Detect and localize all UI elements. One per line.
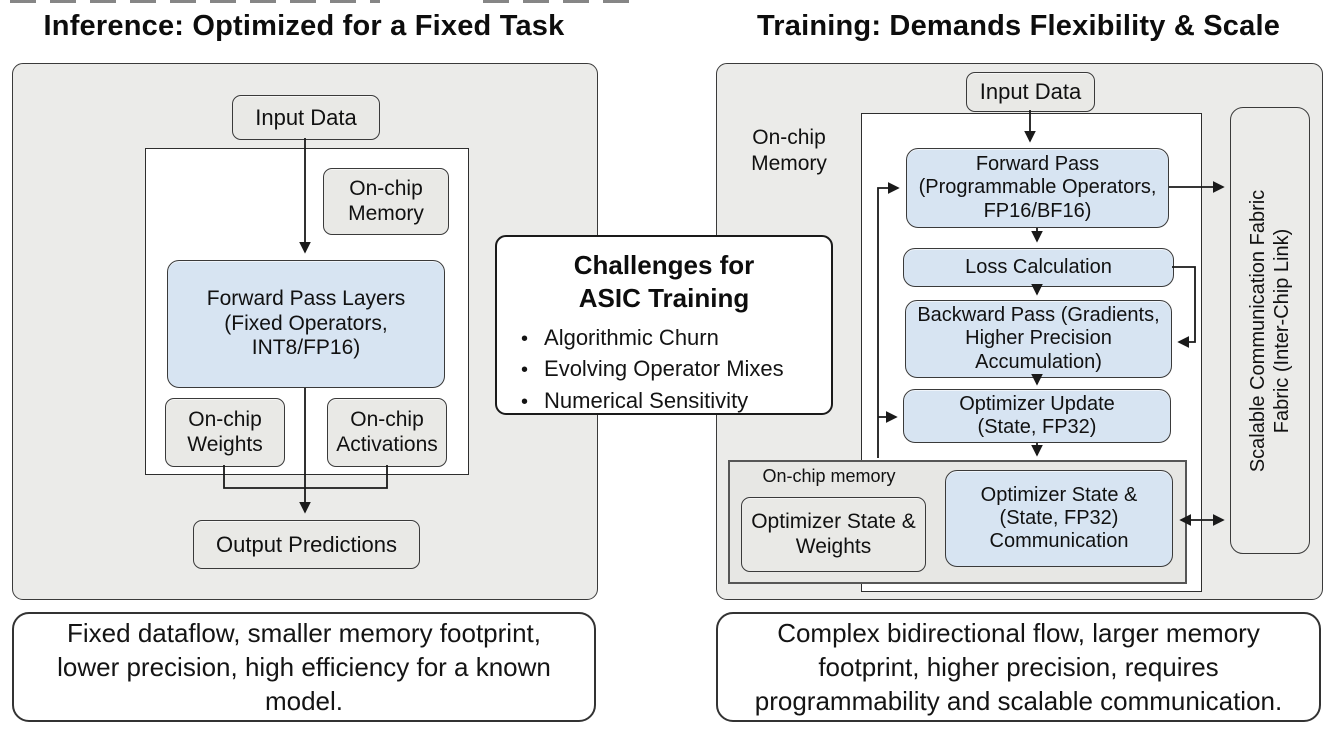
challenge-item: Numerical Sensitivity [511,385,831,416]
forward-pass-label: Forward Pass (Programmable Operators, FP… [918,153,1157,222]
onchip-memory-box-left: On-chip Memory [323,168,449,235]
input-data-label: Input Data [979,79,1082,105]
onchip-activations-label: On-chip Activations [336,408,438,456]
fabric-label-line2: Fabric (Inter-Chip Link) [1271,228,1293,433]
challenge-item: Evolving Operator Mixes [511,353,831,384]
cropped-text-artifact [483,0,635,3]
challenge-item: Algorithmic Churn [511,322,831,353]
training-onchip-memory-label: On-chip Memory [751,126,827,176]
optimizer-update-box: Optimizer Update (State, FP32) [903,389,1171,443]
onchip-weights-label: On-chip Weights [187,408,263,456]
challenges-list: Algorithmic Churn Evolving Operator Mixe… [511,322,831,416]
forward-pass-box: Forward Pass (Programmable Operators, FP… [906,148,1169,228]
cropped-text-artifact [10,0,380,3]
communication-fabric-label: Scalable Communication Fabric Fabric (In… [1231,108,1309,553]
forward-pass-layers-box: Forward Pass Layers (Fixed Operators, IN… [167,260,445,388]
onchip-activations-box: On-chip Activations [327,398,447,467]
input-data-box-left: Input Data [232,95,380,140]
input-data-label: Input Data [255,104,357,130]
output-predictions-label: Output Predictions [216,531,397,557]
loss-calculation-label: Loss Calculation [965,255,1112,278]
challenges-title-line1: Challenges for [573,250,755,280]
onchip-memory-subcontainer-label: On-chip memory [762,466,896,486]
challenge-item-label: Evolving Operator Mixes [544,356,784,382]
training-caption: Complex bidirectional flow, larger memor… [716,612,1321,722]
inference-title: Inference: Optimized for a Fixed Task [43,10,565,42]
challenges-box: Challenges for ASIC Training Algorithmic… [495,235,833,415]
output-predictions-box: Output Predictions [193,520,420,569]
onchip-memory-label: On-chip Memory [348,177,424,225]
inference-caption: Fixed dataflow, smaller memory footprint… [12,612,596,722]
challenge-item-label: Numerical Sensitivity [544,387,749,413]
optimizer-state-weights-box: Optimizer State & Weights [741,497,926,572]
backward-pass-label: Backward Pass (Gradients, Higher Precisi… [917,304,1160,373]
fabric-label-line1: Scalable Communication Fabric [1246,189,1269,472]
optimizer-state-comm-label: Optimizer State & (State, FP32) Communic… [980,483,1138,553]
training-title: Training: Demands Flexibility & Scale [756,10,1281,42]
forward-pass-layers-label: Forward Pass Layers (Fixed Operators, IN… [206,287,406,360]
communication-fabric-bar: Scalable Communication Fabric Fabric (In… [1230,107,1310,554]
challenges-title-line2: ASIC Training [578,282,750,313]
optimizer-update-label: Optimizer Update (State, FP32) [959,392,1115,438]
optimizer-state-weights-label: Optimizer State & Weights [751,510,916,558]
challenge-item-label: Algorithmic Churn [544,325,719,350]
onchip-weights-box: On-chip Weights [165,398,285,467]
input-data-box-right: Input Data [966,72,1095,112]
optimizer-state-comm-box: Optimizer State & (State, FP32) Communic… [945,470,1173,567]
loss-calculation-box: Loss Calculation [903,248,1174,287]
backward-pass-box: Backward Pass (Gradients, Higher Precisi… [905,300,1172,378]
